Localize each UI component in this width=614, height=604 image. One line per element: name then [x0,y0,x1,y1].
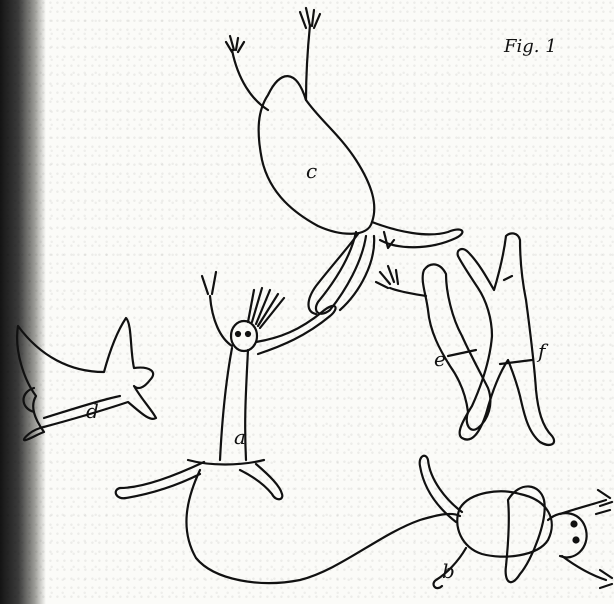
figure-a [116,272,460,583]
figure-a-headdress [248,288,284,328]
figure-a-eye-right [246,332,250,336]
letter-e: e [434,347,446,371]
letter-c: c [306,159,317,183]
letter-a: a [234,425,246,449]
figure-f-chest-stroke [504,276,512,280]
figure-a-head [231,321,257,351]
figure-b-head [548,513,587,557]
figure-f-waist [500,360,532,364]
letter-f: f [536,339,549,363]
figure-b-upper-arm [560,490,612,514]
figure-b-lower-arm [562,556,612,588]
letter-d: d [86,399,99,423]
letter-b: b [442,559,455,583]
connecting-line-c-to-a [309,234,359,314]
figure-a-legs [116,462,460,583]
figure-a-eye-left [236,332,240,336]
figure-label: Fig. 1 [503,36,557,57]
figure-b-eye-bottom [574,538,579,543]
figure-c-top-arm [300,8,320,100]
figure-b-eye-top [572,522,577,527]
figure-e-body [423,264,491,429]
figure-e-arm [376,266,426,296]
figure-c-left-arm [226,36,268,110]
figure-d-belly-line [44,396,120,418]
figure-c-body [259,76,375,234]
figure-a-left-arm [202,272,232,346]
figure-b-body [457,491,552,556]
